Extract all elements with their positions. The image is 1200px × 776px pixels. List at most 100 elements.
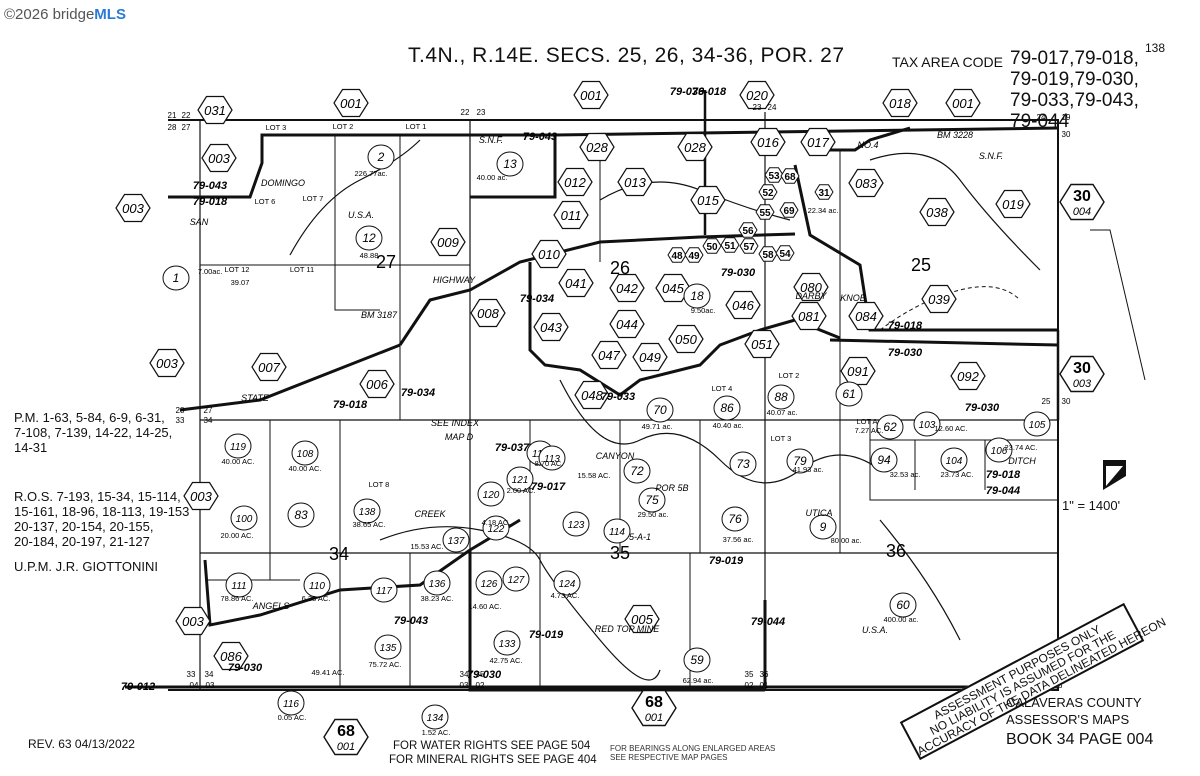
- parcel-hex-label: 008: [470, 298, 506, 328]
- parcel-hex-label: 001: [945, 88, 981, 118]
- parcel-circle-label: 13: [496, 151, 524, 177]
- svg-text:55: 55: [759, 208, 771, 219]
- parcel-hex-label: 028: [677, 132, 713, 162]
- acreage-label: 4.18 AC.: [482, 518, 511, 527]
- svg-text:126: 126: [481, 579, 498, 590]
- svg-text:001: 001: [337, 741, 355, 753]
- svg-text:50: 50: [706, 242, 718, 253]
- ros-line: 20-184, 20-197, 21-127: [14, 534, 150, 549]
- tax-code-line: 79-033,79-043,: [1010, 90, 1139, 111]
- county-title: CALAVERAS COUNTY ASSESSOR'S MAPS: [1006, 694, 1142, 728]
- svg-text:084: 084: [855, 309, 877, 324]
- svg-text:001: 001: [645, 712, 663, 724]
- county-line: CALAVERAS COUNTY: [1006, 695, 1142, 710]
- svg-text:75: 75: [645, 493, 659, 507]
- acreage-label: 7.00ac.: [198, 267, 223, 276]
- record-of-survey-note: R.O.S. 7-193, 15-34, 15-114, 15-161, 18-…: [14, 489, 189, 549]
- pm-line: 7-108, 7-139, 14-22, 14-25,: [14, 425, 173, 440]
- tax-code-label: 79-030: [965, 402, 1000, 414]
- small-hex-label: 56: [738, 222, 758, 238]
- place-label: DARBY: [795, 291, 827, 301]
- svg-text:049: 049: [639, 350, 661, 365]
- acreage-label: 4.73 AC.: [551, 591, 580, 600]
- acreage-label: 40.00 ac.: [477, 173, 508, 182]
- acreage-label: 37.56 ac.: [723, 535, 754, 544]
- tax-code-label: 79-018: [986, 469, 1021, 481]
- place-label: SAN: [190, 217, 209, 227]
- svg-text:69: 69: [783, 206, 795, 217]
- parcel-circle-label: 83: [287, 502, 315, 528]
- svg-text:103: 103: [919, 420, 936, 431]
- section-corner-number: 04: [190, 681, 199, 690]
- place-label: RED TOP MINE: [595, 624, 661, 634]
- svg-text:57: 57: [743, 242, 755, 253]
- parcel-circle-label: 120: [477, 481, 505, 507]
- parcel-circle-label: 127: [502, 566, 530, 592]
- section-corner-number: 03: [206, 681, 215, 690]
- svg-text:045: 045: [662, 281, 684, 296]
- svg-text:020: 020: [746, 88, 768, 103]
- parcel-hex-label: 050: [668, 324, 704, 354]
- svg-text:091: 091: [847, 364, 869, 379]
- parcel-hex-label: 003: [201, 143, 237, 173]
- svg-text:011: 011: [561, 208, 582, 223]
- parcel-hex-label: 009: [430, 227, 466, 257]
- parcel-hex-label: 018: [882, 88, 918, 118]
- place-label: U.S.A.: [348, 210, 374, 220]
- svg-text:68: 68: [337, 723, 355, 740]
- section-number: 34: [329, 544, 349, 564]
- place-label: CREEK: [414, 509, 446, 519]
- svg-text:017: 017: [807, 135, 829, 150]
- tax-code-label: 79-018: [193, 196, 228, 208]
- svg-text:110: 110: [309, 581, 325, 592]
- parcel-hex-label: 016: [750, 127, 786, 157]
- parcel-hex-label: 048: [574, 380, 610, 410]
- bearings-line: SEE RESPECTIVE MAP PAGES: [610, 753, 728, 762]
- tax-code-label: 79-018: [692, 86, 727, 98]
- section-corner-number: 25: [1042, 397, 1051, 406]
- svg-text:005: 005: [631, 612, 653, 627]
- parcel-hex-label: 003: [115, 193, 151, 223]
- acreage-label: 40.07 ac.: [767, 408, 798, 417]
- parcel-circle-label: 59: [683, 647, 711, 673]
- svg-text:007: 007: [258, 360, 280, 375]
- acreage-label: 49.71 ac.: [642, 422, 673, 431]
- acreage-label: 6.38 AC.: [302, 594, 331, 603]
- county-line: ASSESSOR'S MAPS: [1006, 712, 1130, 727]
- parcel-circle-label: 116: [277, 690, 305, 716]
- svg-text:006: 006: [366, 377, 388, 392]
- small-hex-label: 48: [667, 247, 687, 263]
- section-corner-number: 35: [745, 670, 754, 679]
- parcel-hex-label: 015: [690, 185, 726, 215]
- ros-line: R.O.S. 7-193, 15-34, 15-114,: [14, 489, 181, 504]
- watermark-prefix: ©2026 bridge: [4, 6, 95, 23]
- parcel-circle-label: 106: [985, 437, 1013, 463]
- svg-text:58: 58: [762, 250, 774, 261]
- acreage-label: 15.53 AC.: [411, 542, 444, 551]
- parcel-circle-label: 113: [538, 445, 566, 471]
- svg-text:138: 138: [359, 507, 376, 518]
- lot-label: LOT 8: [369, 480, 390, 489]
- place-label: UTICA: [806, 508, 833, 518]
- lot-label: LOT 3: [266, 123, 287, 132]
- svg-text:120: 120: [483, 490, 500, 501]
- parcel-circle-label: 105: [1023, 411, 1051, 437]
- svg-text:015: 015: [697, 193, 719, 208]
- svg-text:2: 2: [377, 150, 385, 164]
- water-rights-note: FOR WATER RIGHTS SEE PAGE 504: [393, 740, 591, 752]
- svg-text:123: 123: [568, 520, 585, 531]
- tax-code-label: 79-043: [193, 180, 227, 192]
- mineral-rights-note: FOR MINERAL RIGHTS SEE PAGE 404: [389, 754, 597, 766]
- svg-text:18: 18: [690, 289, 704, 303]
- section-number: 36: [886, 541, 906, 561]
- svg-text:044: 044: [616, 317, 638, 332]
- parcel-hex-label: 003: [149, 348, 185, 378]
- svg-text:86: 86: [720, 401, 734, 415]
- parcel-hex-label: 045: [655, 273, 691, 303]
- svg-text:119: 119: [230, 442, 246, 453]
- lot-label: LOT 1: [406, 122, 427, 131]
- svg-text:083: 083: [855, 176, 877, 191]
- parcel-boundary-lines: [125, 90, 1146, 692]
- acreage-label: 22.34 ac.: [808, 206, 839, 215]
